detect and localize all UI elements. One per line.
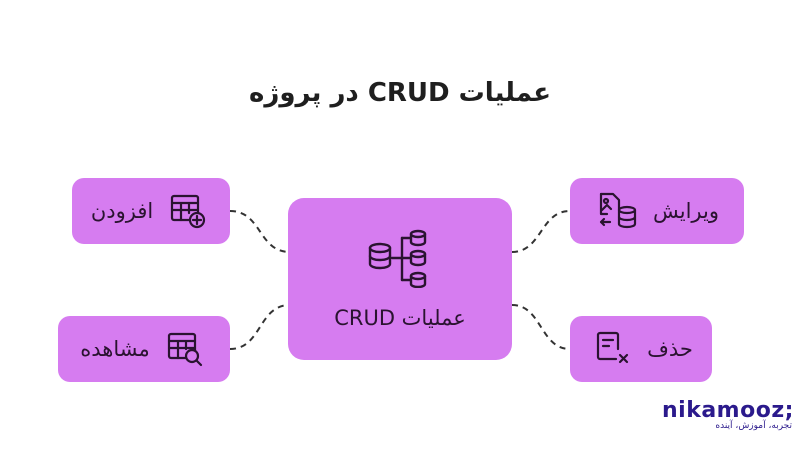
document-delete-icon — [589, 326, 635, 372]
add-label: افزودن — [90, 199, 154, 223]
brand-name: nikamooz; — [662, 398, 794, 423]
center-label: عملیات CRUD — [334, 306, 466, 330]
brand-logo: nikamooz; تجربه، آموزش، آینده — [662, 398, 794, 431]
table-search-icon — [162, 326, 208, 372]
brand-tagline: تجربه، آموزش، آینده — [715, 421, 792, 431]
edit-node: ویرایش — [570, 178, 744, 244]
connector-view — [229, 304, 291, 350]
add-node: افزودن — [72, 178, 230, 244]
delete-label: حذف — [647, 337, 693, 361]
diagram-title: عملیات CRUD در پروژه — [249, 78, 551, 108]
view-node: مشاهده — [58, 316, 230, 382]
center-crud-box: عملیات CRUD — [288, 198, 512, 360]
delete-node: حذف — [570, 316, 712, 382]
connector-edit — [511, 210, 571, 253]
connector-add — [229, 210, 291, 253]
image-database-edit-icon — [595, 188, 641, 234]
view-label: مشاهده — [80, 337, 150, 361]
table-add-icon — [165, 188, 211, 234]
edit-label: ویرایش — [652, 199, 720, 223]
database-hierarchy-icon — [368, 228, 432, 292]
connector-delete — [511, 304, 571, 350]
